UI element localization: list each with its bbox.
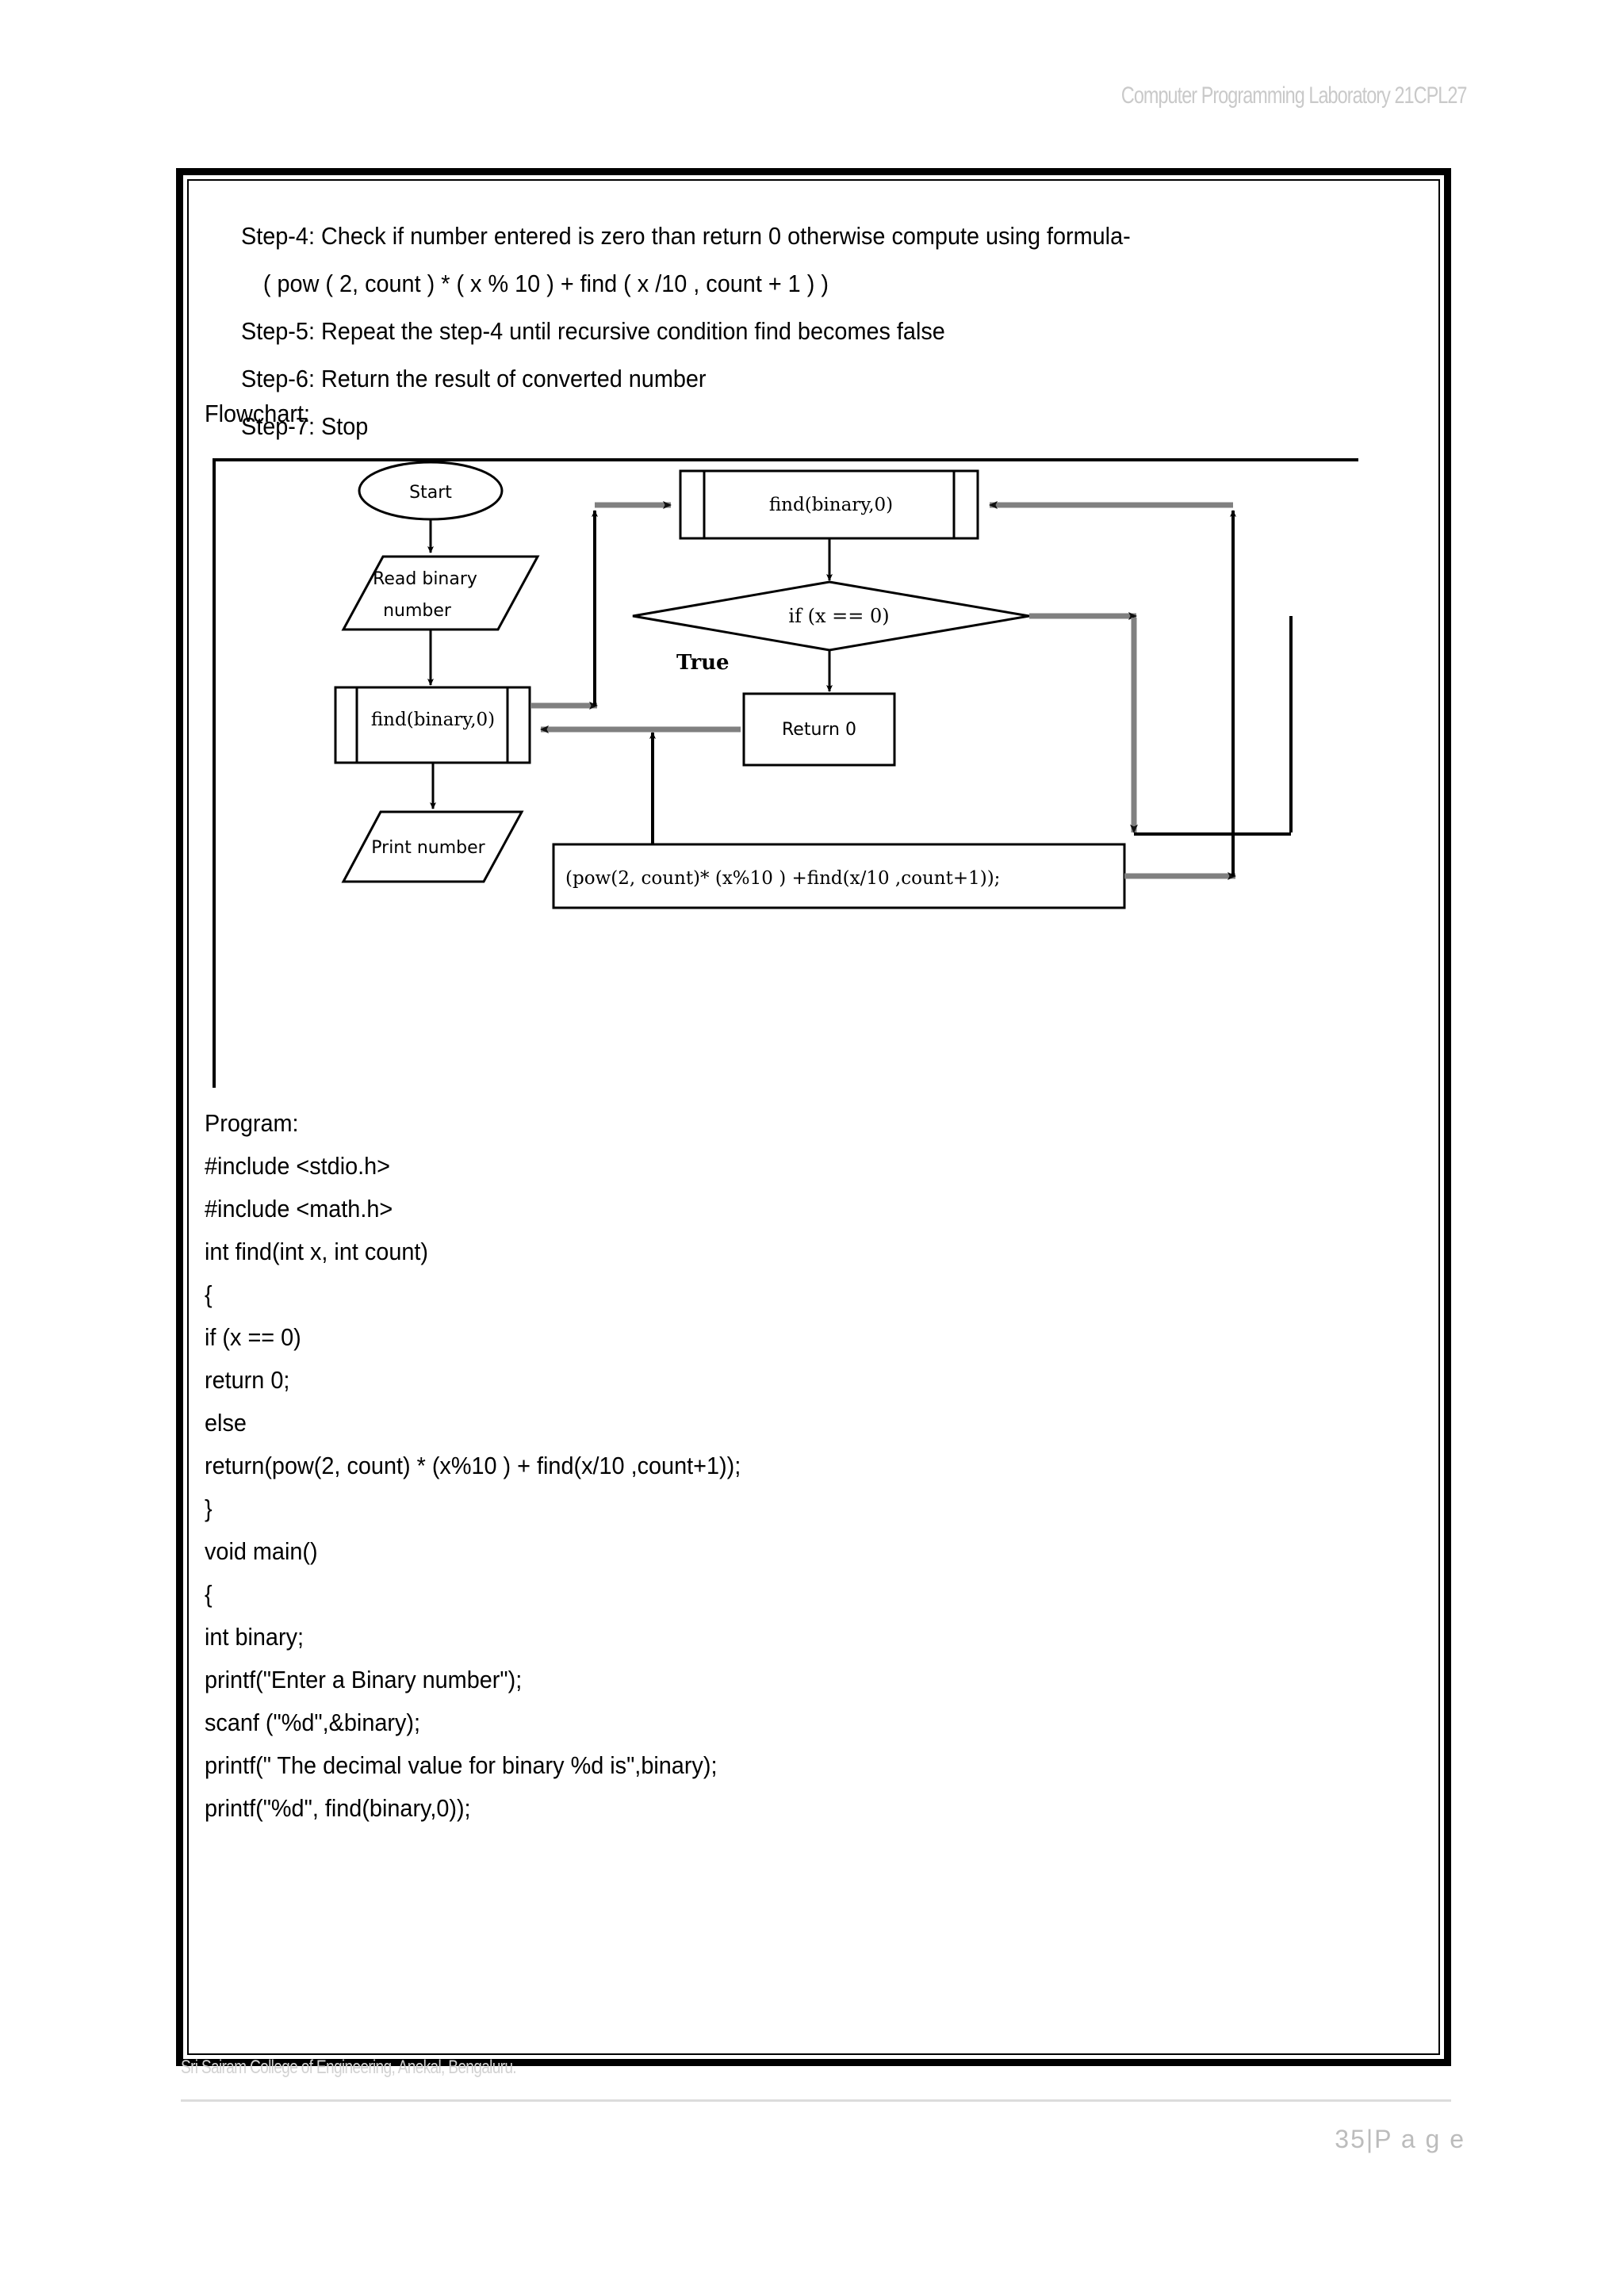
flowchart-return-zero-box	[742, 692, 896, 767]
flowchart-start-label: Start	[409, 483, 452, 503]
flowchart-read-label-line1: Read binary	[373, 569, 477, 589]
flowchart-read-parallelogram	[341, 555, 540, 631]
code-line: printf(" The decimal value for binary %d…	[205, 1751, 718, 1779]
flowchart-print-label: Print number	[371, 838, 485, 858]
step-line: Step-6: Return the result of converted n…	[241, 365, 707, 392]
page-border-inner: Step-4: Check if number entered is zero …	[187, 179, 1440, 2055]
flowchart-call-find-main: find(binary,0)	[334, 686, 531, 764]
code-line: int find(int x, int count)	[205, 1238, 429, 1265]
code-line: }	[205, 1494, 213, 1522]
code-line: #include <stdio.h>	[205, 1152, 391, 1180]
code-line: {	[205, 1580, 213, 1608]
program-section-label: Program:	[205, 1109, 299, 1137]
code-line: int binary;	[205, 1623, 304, 1651]
flowchart-decision-label: if (x == 0)	[788, 605, 889, 627]
flowchart-section-label: Flowchart:	[205, 400, 310, 427]
code-line: {	[205, 1280, 213, 1308]
code-line: else	[205, 1409, 247, 1437]
code-line: printf("%d", find(binary,0));	[205, 1794, 471, 1822]
step-line-formula: ( pow ( 2, count ) * ( x % 10 ) + find (…	[262, 270, 829, 297]
flowchart-print-parallelogram	[341, 810, 524, 883]
code-line: return 0;	[205, 1366, 290, 1394]
steps-list: Step-4: Check if number entered is zero …	[241, 212, 1415, 450]
step-line: Step-4: Check if number entered is zero …	[241, 222, 1131, 250]
step-line: Step-7: Stop	[241, 412, 369, 440]
footer-college-name: Sri Sairam College of Engineering, Aneka…	[181, 2057, 517, 2078]
flowchart-call-find-main-label: find(binary,0)	[371, 710, 495, 730]
flowchart-recursive-expression-label: (pow(2, count)* (x%10 ) +find(x/10 ,coun…	[565, 868, 1000, 889]
code-line: return(pow(2, count) * (x%10 ) + find(x/…	[205, 1452, 741, 1479]
code-line: printf("Enter a Binary number");	[205, 1666, 523, 1693]
flowchart-return-zero-label: Return 0	[782, 720, 856, 740]
program-listing: Program: #include <stdio.h> #include <ma…	[205, 1102, 1394, 1830]
code-line: void main()	[205, 1537, 318, 1565]
page-content: Step-4: Check if number entered is zero …	[205, 192, 1429, 2045]
code-line: #include <math.h>	[205, 1195, 393, 1223]
flowchart-diagram: Start Read binary number find(binary,	[205, 453, 1457, 1088]
step-line: Step-5: Repeat the step-4 until recursiv…	[241, 317, 945, 345]
running-header-title: Computer Programming Laboratory 21CPL27	[1121, 82, 1468, 109]
flowchart-read-label-line2: number	[383, 601, 452, 621]
page-border-outer: Step-4: Check if number entered is zero …	[176, 168, 1451, 2066]
flowchart-true-label: True	[676, 651, 730, 675]
flowchart-call-find-sub-label: find(binary,0)	[769, 495, 893, 515]
footer-page-number: 35|P a g e	[1335, 2125, 1465, 2153]
code-line: if (x == 0)	[205, 1323, 301, 1351]
footer-divider	[181, 2099, 1451, 2102]
flowchart-call-find-sub: find(binary,0)	[679, 469, 979, 540]
code-line: scanf ("%d",&binary);	[205, 1709, 421, 1736]
